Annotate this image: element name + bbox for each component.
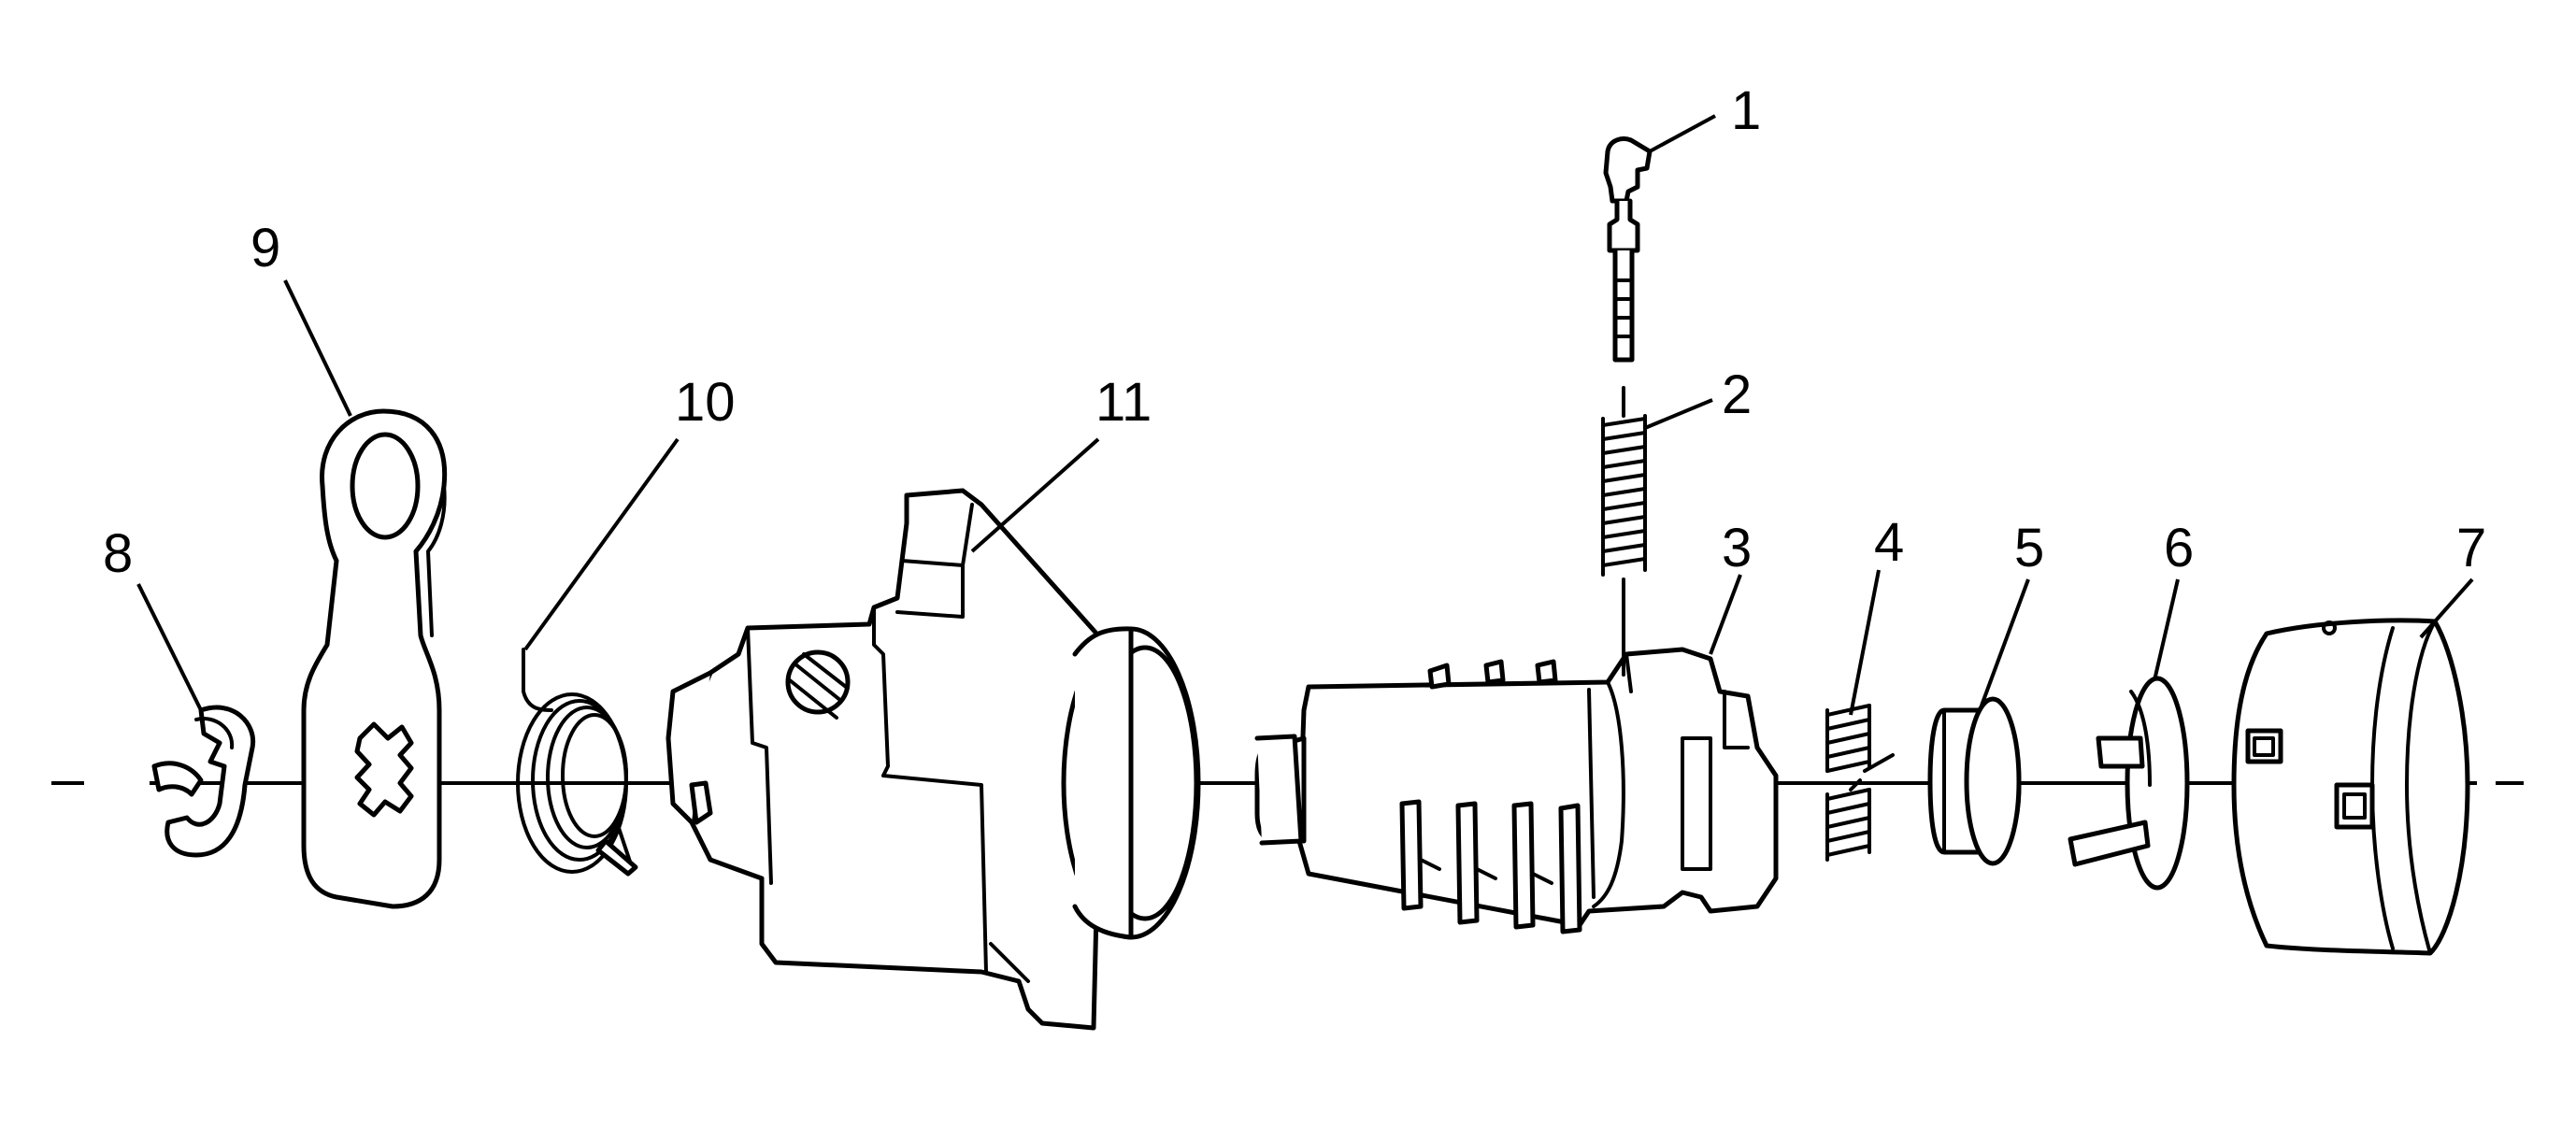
part-11-lock-housing [665, 488, 1201, 1031]
part-1-plunger [1603, 136, 1653, 363]
part-3-lock-cylinder [1254, 647, 1779, 934]
part-2-spring [1601, 386, 1647, 677]
callout-9: 9 [250, 218, 280, 278]
callout-5: 5 [2014, 518, 2044, 578]
callout-7: 7 [2456, 518, 2486, 578]
part-4-spring [1825, 704, 1895, 862]
part-9-lever [301, 408, 448, 909]
part-6-cap [2068, 676, 2190, 891]
leader-lines [136, 114, 2474, 716]
callout-8: 8 [103, 523, 133, 584]
part-7-bezel [2231, 618, 2470, 956]
callout-3: 3 [1722, 518, 1752, 578]
callout-labels: 1 2 3 4 5 6 7 8 9 10 11 [103, 80, 2486, 584]
callout-6: 6 [2164, 518, 2194, 578]
part-5-bushing [1927, 696, 2022, 866]
callout-11: 11 [1095, 372, 1152, 433]
part-8-retaining-clip [151, 705, 256, 858]
part-10-torsion-spring [516, 648, 638, 877]
callout-10: 10 [675, 372, 736, 433]
callout-4: 4 [1874, 512, 1904, 573]
callout-2: 2 [1722, 364, 1752, 425]
callout-1: 1 [1731, 80, 1761, 141]
